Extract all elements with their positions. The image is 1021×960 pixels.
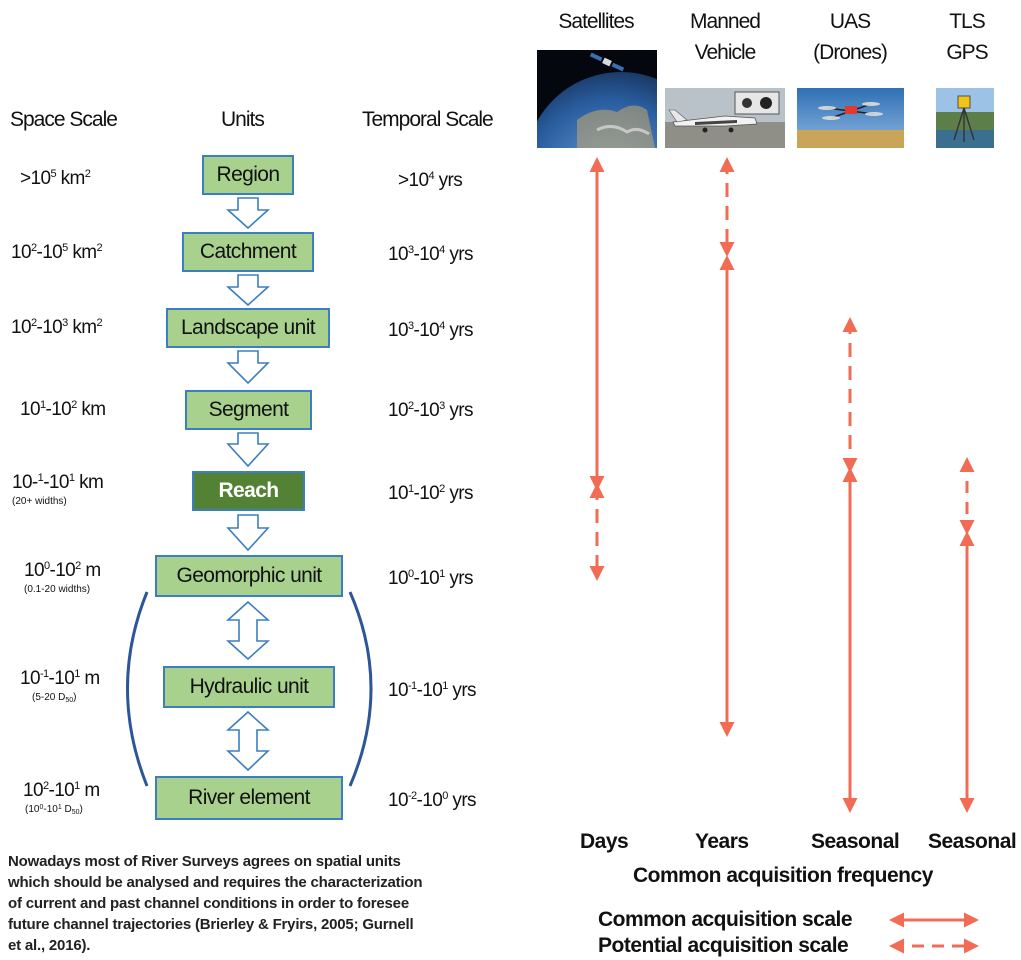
space-scale-region: >105 km2: [20, 168, 91, 189]
temporal-geomorphic: 100-101 yrs: [388, 568, 473, 589]
note-line-1: Nowadays most of River Surveys agrees on…: [8, 853, 401, 870]
unit-river-element: River element: [155, 776, 343, 820]
note-line-5: et al., 2016).: [8, 937, 91, 954]
unit-segment: Segment: [185, 390, 312, 430]
unit-region: Region: [202, 155, 294, 195]
tls-scanner-photo: [936, 88, 994, 148]
temporal-river-element: 10-2-100 yrs: [388, 790, 477, 811]
space-scale-landscape: 102-103 km2: [11, 317, 103, 338]
note-line-2: which should be analysed and requires th…: [8, 874, 423, 891]
space-scale-hydraulic: 10-1-101 m(5-20 D50): [20, 668, 100, 704]
space-scale-river-element: 102-101 m(100-101 D50): [23, 780, 100, 816]
legend-common-label: Common acquisition scale: [598, 908, 853, 931]
frequency-caption: Common acquisition frequency: [633, 864, 933, 887]
unit-reach: Reach: [192, 471, 305, 511]
note-line-3: of current and past channel conditions i…: [8, 895, 409, 912]
right-bracket: [348, 591, 373, 787]
units-header: Units: [221, 108, 265, 131]
space-note-river-element: (100-101 D50): [25, 804, 83, 816]
down-arrow-4: [226, 432, 270, 468]
space-scale-geomorphic: 100-102 m(0.1-20 widths): [24, 560, 101, 595]
down-arrow-3: [226, 350, 270, 385]
down-arrow-5: [226, 514, 270, 552]
frequency-satellites: Days: [580, 830, 629, 853]
unit-landscape: Landscape unit: [166, 308, 330, 348]
note-paragraph: Nowadays most of River Surveys agrees on…: [8, 851, 423, 956]
space-scale-segment: 101-102 km: [20, 399, 106, 420]
frequency-uas: Seasonal: [811, 830, 900, 853]
satellite-earth-photo: [537, 50, 657, 148]
down-arrow-2: [225, 274, 271, 307]
aircraft-photo: [665, 88, 785, 148]
double-arrow-1: [225, 600, 271, 661]
space-scale-reach: 10-1-101 km(20+ widths): [12, 472, 104, 507]
instrument-satellites-title: Satellites: [558, 10, 634, 33]
temporal-landscape: 103-104 yrs: [388, 320, 473, 341]
temporal-region: >104 yrs: [398, 170, 463, 191]
legend-potential-label: Potential acquisition scale: [598, 934, 849, 957]
temporal-scale-header: Temporal Scale: [362, 108, 494, 131]
instrument-uas-title: UAS(Drones): [813, 10, 888, 64]
unit-catchment: Catchment: [182, 232, 314, 272]
temporal-reach: 101-102 yrs: [388, 483, 473, 504]
unit-hydraulic: Hydraulic unit: [163, 666, 335, 708]
temporal-hydraulic: 10-1-101 yrs: [388, 680, 477, 701]
space-scale-header: Space Scale: [10, 108, 118, 131]
space-note-reach: (20+ widths): [12, 496, 67, 507]
temporal-catchment: 103-104 yrs: [388, 244, 473, 265]
space-scale-catchment: 102-105 km2: [11, 242, 103, 263]
down-arrow-1: [225, 197, 271, 230]
space-note-hydraulic: (5-20 D50): [32, 692, 77, 704]
unit-geomorphic: Geomorphic unit: [155, 555, 343, 597]
double-arrow-2: [225, 710, 271, 772]
left-bracket: [126, 591, 149, 787]
space-note-geomorphic: (0.1-20 widths): [24, 584, 91, 595]
note-line-4: future channel trajectories (Brierley & …: [8, 916, 414, 933]
temporal-segment: 102-103 yrs: [388, 400, 473, 421]
frequency-manned: Years: [695, 830, 749, 853]
drone-photo: [797, 88, 904, 148]
frequency-tls: Seasonal: [928, 830, 1017, 853]
